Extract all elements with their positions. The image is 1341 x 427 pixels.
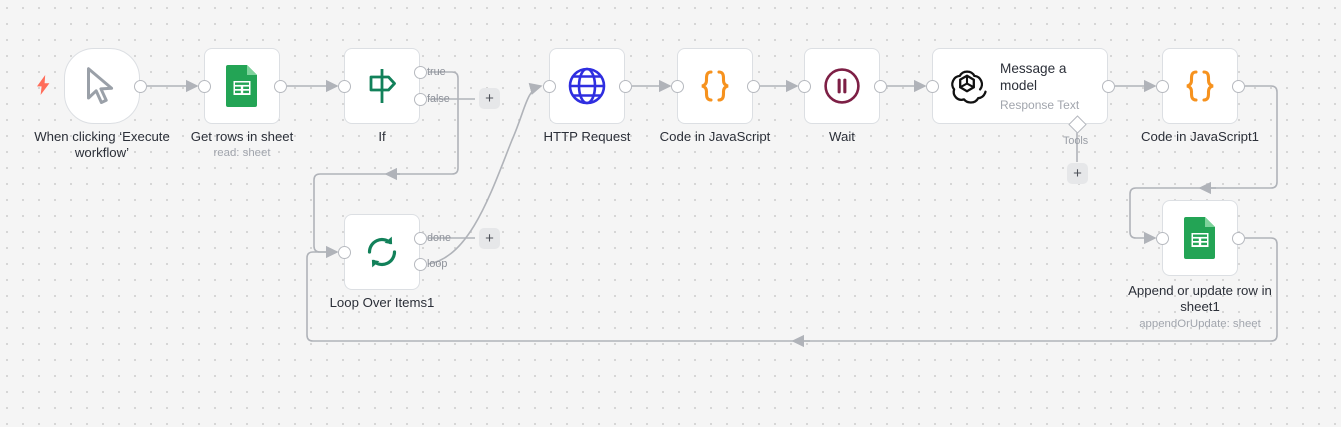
node-append-or-update-row-in-sheet1[interactable]	[1162, 200, 1238, 276]
port-code-in-javascript1-input[interactable]	[1155, 79, 1169, 93]
port-wait-input[interactable]	[797, 79, 811, 93]
port-label-if-true: true	[427, 66, 446, 78]
port-get-rows-output[interactable]	[274, 79, 287, 93]
node-loop-over-items1[interactable]	[344, 214, 420, 290]
port-trigger-output[interactable]	[134, 79, 147, 93]
subcaption-get-rows-in-sheet: read: sheet	[213, 147, 271, 159]
curly-braces-icon	[1180, 66, 1220, 106]
port-code-in-javascript-input[interactable]	[670, 79, 684, 93]
port-if-output-false[interactable]	[414, 92, 427, 106]
node-message-a-model[interactable]: Message a model Response Text	[932, 48, 1108, 124]
node-http-request[interactable]	[549, 48, 625, 124]
node-code-in-javascript[interactable]	[677, 48, 753, 124]
node-message-a-model-subtitle: Response Text	[1000, 97, 1080, 112]
pause-circle-icon	[822, 66, 862, 106]
port-label-loop-loop: loop	[427, 258, 448, 270]
port-message-a-model-output[interactable]	[1102, 79, 1115, 93]
caption-trigger: When clicking ‘Execute workflow’	[34, 129, 170, 160]
node-wait[interactable]	[804, 48, 880, 124]
caption-wait: Wait	[829, 129, 855, 144]
caption-http-request: HTTP Request	[543, 129, 631, 144]
port-if-input[interactable]	[337, 79, 351, 93]
port-loop-over-items1-input[interactable]	[337, 245, 351, 259]
port-label-if-false: false	[427, 93, 450, 105]
caption-loop-over-items1: Loop Over Items1	[329, 295, 435, 310]
caption-code-in-javascript1: Code in JavaScript1	[1140, 129, 1260, 144]
port-label-tools: Tools	[1063, 135, 1089, 147]
openai-icon	[947, 66, 987, 106]
subcaption-append-or-update-row-in-sheet1: appendOrUpdate: sheet	[1139, 318, 1261, 330]
add-node-button-loop-done[interactable]: +	[479, 228, 500, 249]
port-loop-over-items1-output-loop[interactable]	[414, 257, 427, 271]
caption-get-rows-in-sheet: Get rows in sheet	[190, 129, 294, 144]
port-code-in-javascript-output[interactable]	[747, 79, 760, 93]
node-message-a-model-text: Message a model Response Text	[1000, 60, 1105, 113]
add-node-button-if-false[interactable]: +	[479, 88, 500, 109]
port-label-loop-done: done	[427, 232, 452, 244]
node-when-clicking-execute-workflow[interactable]	[64, 48, 140, 124]
google-sheets-icon	[1183, 216, 1217, 260]
port-loop-over-items1-output-done[interactable]	[414, 231, 427, 245]
port-sheet1-input[interactable]	[1155, 231, 1169, 245]
port-message-a-model-input[interactable]	[925, 79, 939, 93]
cursor-icon	[84, 66, 120, 106]
node-if[interactable]	[344, 48, 420, 124]
node-code-in-javascript1[interactable]	[1162, 48, 1238, 124]
caption-if: If	[378, 129, 386, 144]
port-wait-output[interactable]	[874, 79, 887, 93]
port-http-request-output[interactable]	[619, 79, 632, 93]
port-get-rows-input[interactable]	[197, 79, 211, 93]
port-if-output-true[interactable]	[414, 65, 427, 79]
port-code-in-javascript1-output[interactable]	[1232, 79, 1245, 93]
curly-braces-icon	[695, 66, 735, 106]
globe-icon	[567, 66, 607, 106]
node-message-a-model-title: Message a model	[1000, 60, 1067, 93]
add-tool-button[interactable]: +	[1067, 163, 1088, 184]
node-get-rows-in-sheet[interactable]	[204, 48, 280, 124]
caption-code-in-javascript: Code in JavaScript	[659, 129, 771, 144]
loop-refresh-icon	[362, 232, 402, 272]
google-sheets-icon	[225, 64, 259, 108]
signpost-icon	[365, 67, 399, 105]
port-sheet1-output[interactable]	[1232, 231, 1245, 245]
caption-append-or-update-row-in-sheet1: Append or update row in sheet1	[1128, 283, 1272, 314]
lightning-bolt-icon	[36, 75, 51, 95]
port-http-request-input[interactable]	[542, 79, 556, 93]
